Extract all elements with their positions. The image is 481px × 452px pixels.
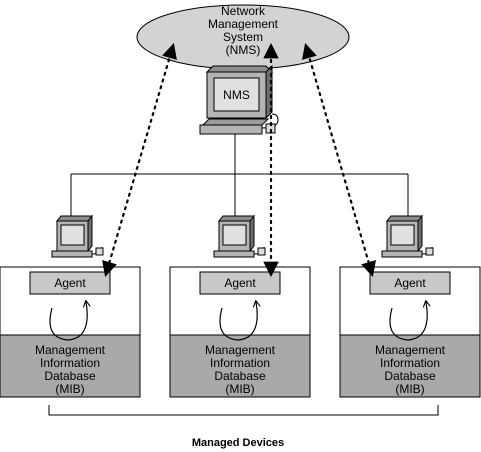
- device-3-mib-line-1: Management: [375, 343, 446, 357]
- device-2-computer: [213, 214, 266, 258]
- device-2-mib-box: [169, 334, 311, 398]
- device-1-mib-line-3: Database: [44, 369, 96, 383]
- device-1-agent-box: [29, 271, 111, 295]
- nms-title-line-3: System: [223, 30, 263, 44]
- device-1-mib-line-2: Information: [40, 356, 100, 370]
- nms-system: Network Management System (NMS): [136, 4, 350, 70]
- device-2-mib-line-2: Information: [210, 356, 270, 370]
- network-links: [70, 134, 409, 216]
- device-1-loop-arrow: [49, 302, 87, 341]
- nms-monitor-top: [205, 65, 274, 73]
- device-3-mib-box: [339, 334, 481, 398]
- device-2-agent-box: [199, 271, 281, 295]
- nms-agent-3-arrow: [302, 43, 376, 277]
- device-3-mib-line-2: Information: [380, 356, 440, 370]
- device-2-loop-arrow: [219, 302, 257, 341]
- device-2-mib-line-3: Database: [214, 369, 266, 383]
- device-2-agent-label: Agent: [224, 276, 256, 290]
- nms-keyboard: [201, 118, 270, 126]
- nms-title-line-4: (NMS): [226, 43, 261, 57]
- device-3-loop-arrow: [389, 302, 427, 341]
- nms-screen: [213, 77, 260, 112]
- device-2-mib-line-1: Management: [205, 343, 276, 357]
- managed-device-3: Agent Management Information Database (M…: [339, 214, 481, 398]
- nms-terminal-label: NMS: [223, 88, 250, 102]
- device-1-computer: [51, 214, 104, 258]
- device-3-computer: [381, 214, 434, 258]
- device-3-mib-line-3: Database: [384, 369, 436, 383]
- nms-title-line-2: Management: [208, 17, 279, 31]
- nms-agent-1-arrow: [102, 43, 177, 277]
- device-3-mib-line-4: (MIB): [395, 382, 424, 396]
- nms-keyboard-front: [199, 124, 263, 135]
- nms-terminal: NMS: [199, 64, 279, 135]
- device-1-mib-line-4: (MIB): [55, 382, 84, 396]
- snmp-communication-arrows: [102, 42, 376, 278]
- device-1-mib-line-1: Management: [35, 343, 106, 357]
- managed-devices-label: Managed Devices: [192, 437, 284, 449]
- managed-device-2: Agent Management Information Database (M…: [169, 214, 311, 398]
- nms-title-line-1: Network: [221, 4, 266, 18]
- device-3-agent-box: [369, 271, 451, 295]
- device-2-mib-line-4: (MIB): [225, 382, 254, 396]
- managed-device-1: Agent Management Information Database (M…: [0, 214, 141, 398]
- bracket-line: [48, 405, 439, 416]
- device-3-agent-label: Agent: [394, 276, 426, 290]
- device-1-agent-label: Agent: [54, 276, 86, 290]
- managed-devices-bracket: Managed Devices: [48, 405, 439, 449]
- device-1-mib-box: [0, 334, 141, 398]
